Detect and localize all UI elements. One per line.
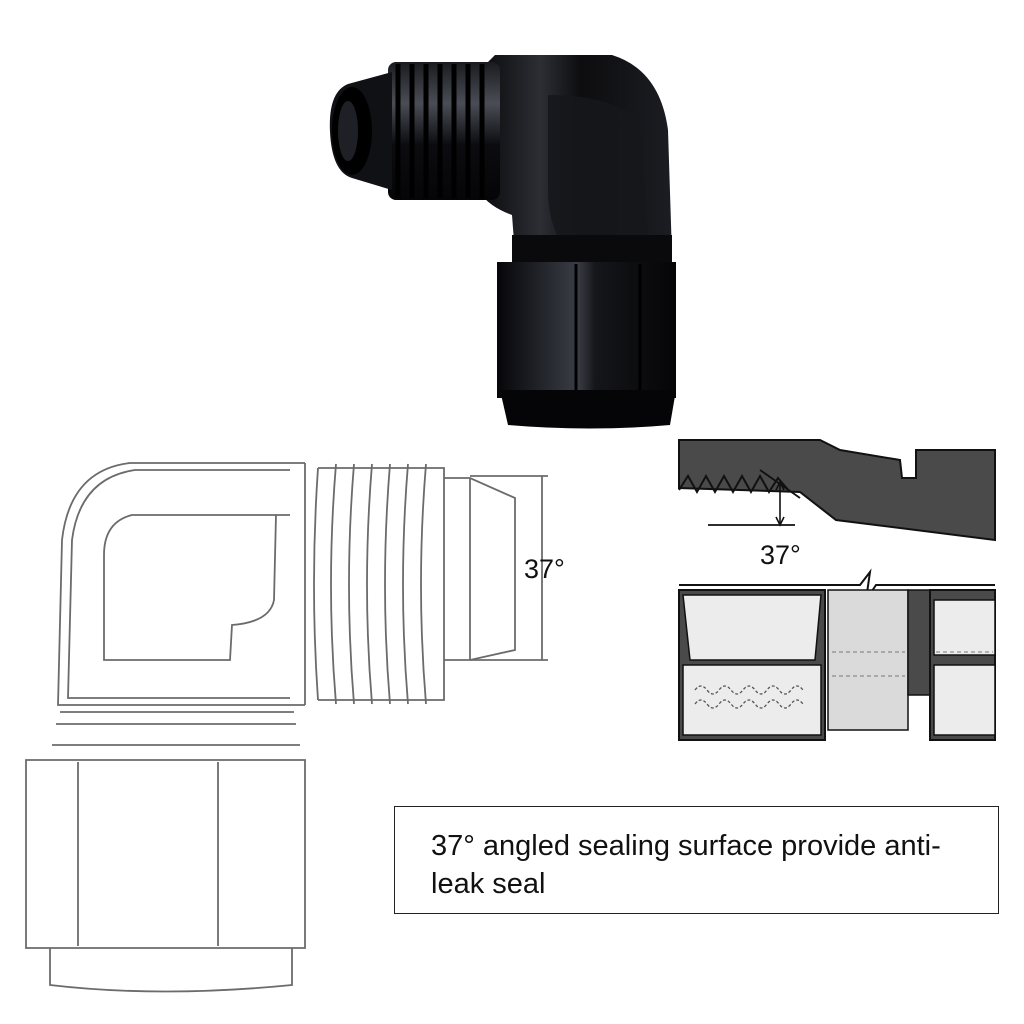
fitting-line-drawing <box>25 462 548 993</box>
cross-section-angle-label: 37° <box>760 540 801 570</box>
fitting-hex-nut <box>497 262 676 398</box>
line-drawing-angle-label: 37° <box>524 554 565 584</box>
cross-section-diagram <box>678 439 996 741</box>
caption-text: 37° angled sealing surface provide anti-… <box>431 830 941 900</box>
fitting-photo <box>329 55 676 429</box>
caption-box: 37° angled sealing surface provide anti-… <box>394 806 999 914</box>
line-drawing-thread <box>304 463 445 705</box>
fitting-male-thread <box>388 62 500 200</box>
